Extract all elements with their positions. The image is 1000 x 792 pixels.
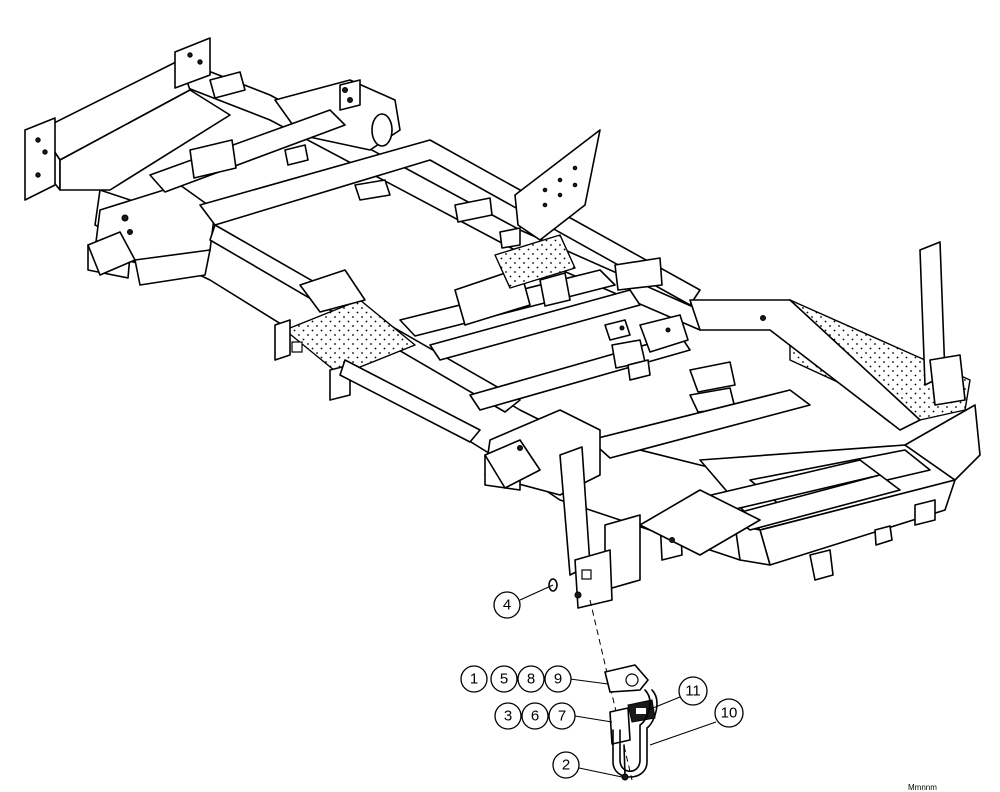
- svg-text:6: 6: [531, 708, 539, 725]
- callout-10: 10: [649, 698, 744, 746]
- callout-9: 9: [544, 665, 572, 693]
- svg-text:1: 1: [470, 671, 478, 688]
- svg-text:4: 4: [503, 597, 511, 614]
- cross-member-3: [429, 289, 641, 361]
- perforated-plate-center: [494, 234, 576, 289]
- cross-member-front: [589, 389, 811, 459]
- callout-3: 3: [494, 702, 522, 730]
- svg-text:11: 11: [685, 683, 701, 700]
- drawing-code: Mmnnm: [908, 783, 937, 792]
- callout-row-1: 1 5 8 9: [460, 665, 609, 693]
- front-right-rail: [689, 299, 921, 431]
- svg-text:7: 7: [558, 708, 566, 725]
- svg-text:5: 5: [500, 671, 508, 688]
- callout-11: 11: [647, 676, 708, 711]
- chassis-frame: [24, 37, 981, 609]
- upright-plate-rear: [514, 129, 601, 241]
- svg-text:3: 3: [504, 708, 512, 725]
- perforated-step-left: [284, 299, 416, 376]
- part-7-plate: [609, 707, 631, 745]
- part-2-pin: [623, 744, 626, 776]
- callout-1: 1: [460, 665, 488, 693]
- callout-6: 6: [521, 702, 549, 730]
- svg-text:2: 2: [562, 757, 570, 774]
- svg-text:9: 9: [554, 671, 562, 688]
- part-10-handle: [619, 689, 651, 773]
- svg-text:10: 10: [721, 705, 738, 722]
- rear-end-plate-top: [174, 37, 211, 89]
- hitch-assembly: [548, 578, 658, 781]
- svg-text:8: 8: [527, 671, 535, 688]
- callout-5: 5: [490, 665, 518, 693]
- rear-end-plate-left: [24, 117, 56, 201]
- callout-8: 8: [517, 665, 545, 693]
- callout-4: 4: [493, 584, 554, 619]
- callout-row-2: 3 6 7: [494, 702, 613, 730]
- callout-2: 2: [552, 751, 623, 779]
- callout-7: 7: [548, 702, 576, 730]
